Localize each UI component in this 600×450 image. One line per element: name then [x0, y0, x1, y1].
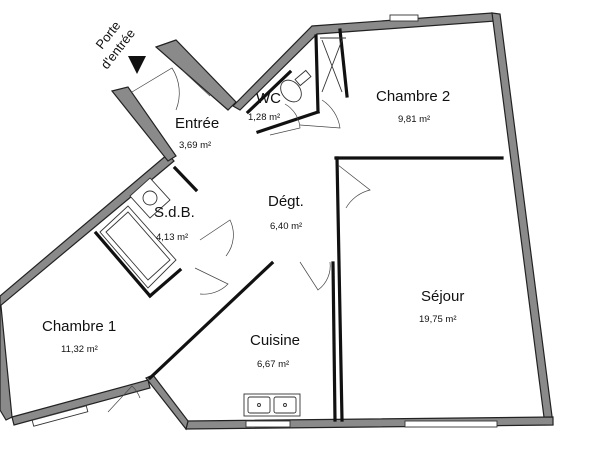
- window-chambre1: [31, 405, 89, 427]
- room-area-wc: 1,28 m²: [248, 112, 280, 123]
- room-area-entree: 3,69 m²: [179, 140, 211, 151]
- room-area-chambre1: 11,32 m²: [61, 344, 98, 355]
- wall-chambre1-bottom: [11, 379, 151, 426]
- wall-bottom: [185, 416, 554, 430]
- wall-cuisine-diagonal: [145, 374, 189, 431]
- wall-left-diagonal: [0, 153, 175, 307]
- washbasin-icon: [129, 177, 171, 219]
- kitchen-sink-icon: [243, 393, 301, 417]
- room-name-cuisine: Cuisine: [250, 332, 300, 349]
- wall-chambre1-left: [0, 295, 13, 421]
- interior-walls: [93, 28, 504, 422]
- bathtub-icon: [99, 205, 177, 289]
- room-area-sejour: 19,75 m²: [419, 314, 457, 325]
- room-name-degt: Dégt.: [268, 193, 304, 210]
- exterior-walls: [0, 12, 554, 431]
- wall-right: [491, 12, 554, 426]
- door-swings: [107, 67, 371, 413]
- window-chambre2: [389, 14, 419, 22]
- room-name-wc: WC: [256, 90, 281, 107]
- wall-entrance-top: [154, 39, 237, 111]
- room-area-cuisine: 6,67 m²: [257, 359, 289, 370]
- room-name-sdb: S.d.B.: [154, 204, 195, 221]
- wall-entrance-left: [110, 86, 177, 162]
- labels: Porte d'entrée Entrée 3,69 m² WC 1,28 m²…: [42, 18, 464, 370]
- room-name-sejour: Séjour: [421, 288, 464, 305]
- room-name-chambre1: Chambre 1: [42, 318, 116, 335]
- window-cuisine: [245, 420, 291, 428]
- room-area-chambre2: 9,81 m²: [398, 114, 430, 125]
- window-sejour: [404, 420, 498, 428]
- room-area-degt: 6,40 m²: [270, 221, 302, 232]
- room-area-sdb: 4,13 m²: [156, 232, 188, 243]
- room-name-chambre2: Chambre 2: [376, 88, 450, 105]
- toilet-icon: [280, 69, 312, 103]
- thin-details: [31, 14, 498, 428]
- room-name-entree: Entrée: [175, 115, 219, 132]
- fixtures: [99, 56, 312, 417]
- entrance-arrow-icon: [128, 56, 146, 74]
